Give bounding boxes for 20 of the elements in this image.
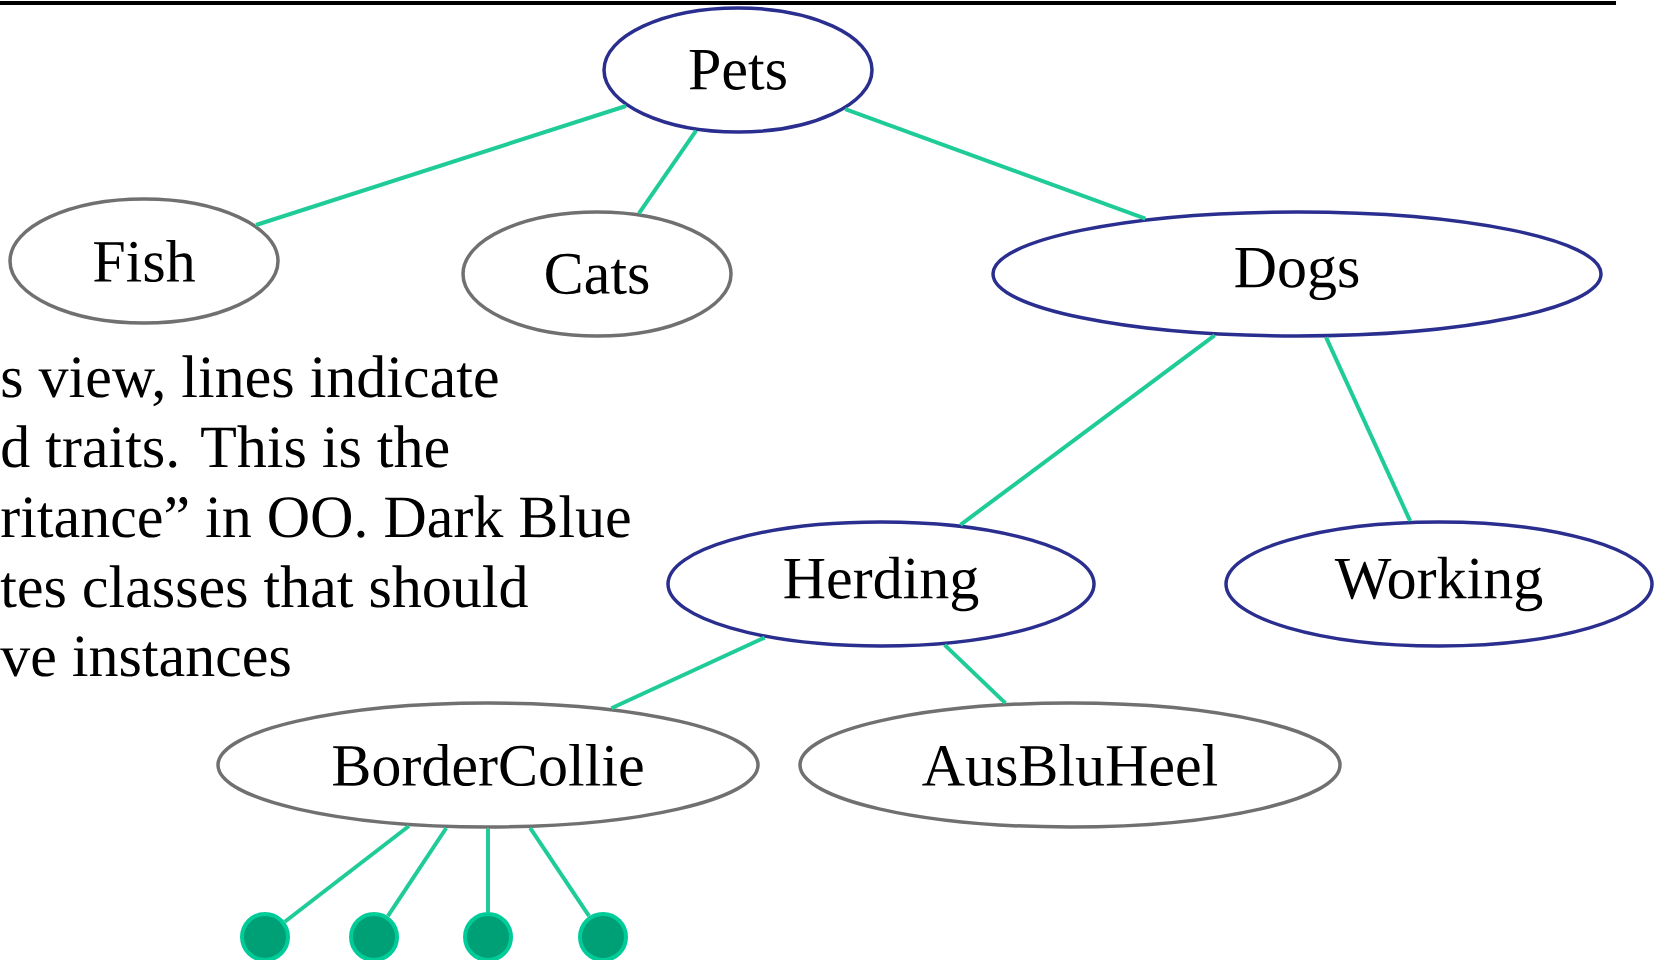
note-text: ritance” in OO. Dark Blue [1,495,630,538]
note-text: tes classes that should [0,565,528,608]
instance-dot [578,912,628,960]
instance-dot [240,912,290,960]
connector-line [844,107,1147,221]
note-text: s view, lines indicate [2,355,498,407]
connector-line [610,635,766,710]
connector-line [283,824,411,924]
connector-line [386,826,448,918]
connector-line [959,333,1216,527]
connector-line [528,826,591,918]
connector-line [486,828,490,912]
connector-line [1324,336,1412,522]
note-text: ve instances [0,636,290,677]
note-text: d traits. This is the [2,425,449,468]
connector-line [255,104,627,227]
connector-line [637,129,698,215]
connector-line [943,643,1007,705]
instance-dot [349,912,399,960]
instance-dot [463,912,513,960]
